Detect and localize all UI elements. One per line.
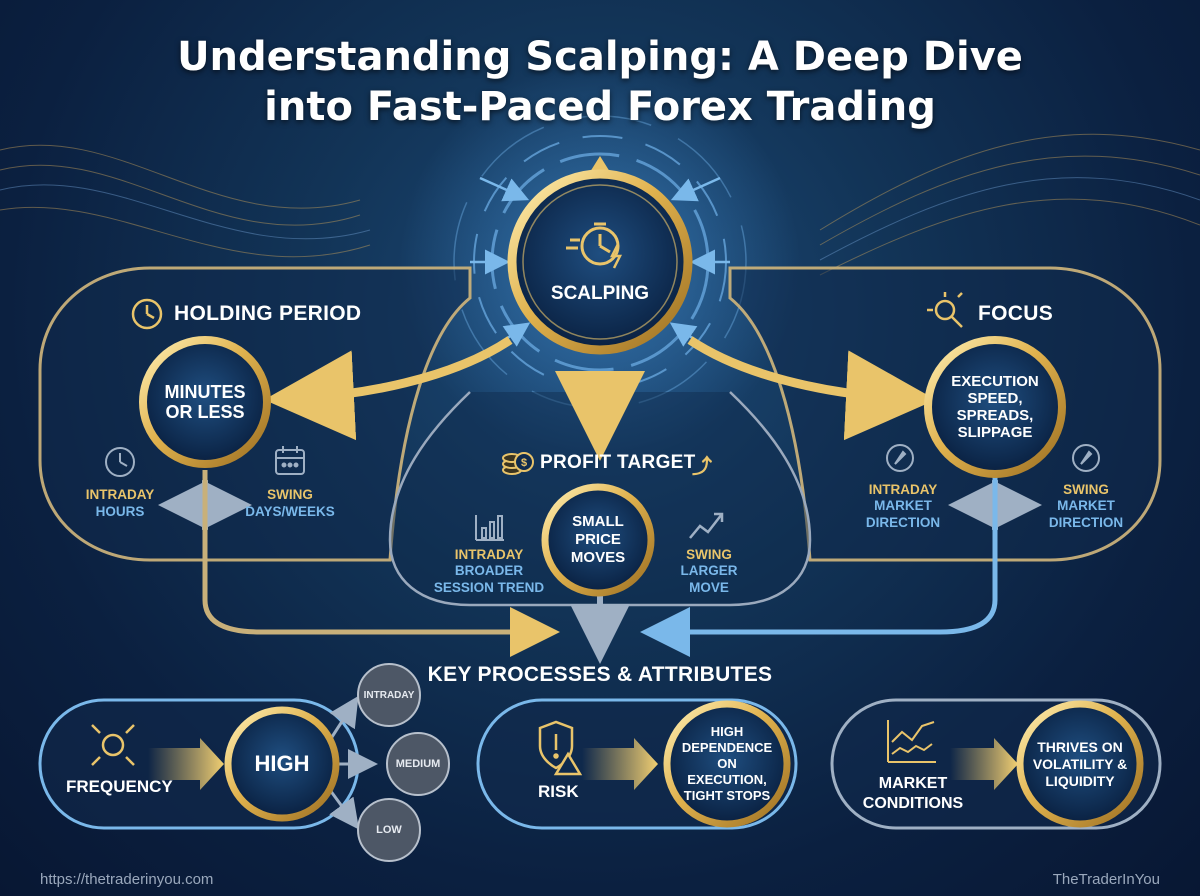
profit-left-title: INTRADAY [454, 547, 524, 562]
risk-arrow [582, 738, 658, 790]
market-value: THRIVES ON VOLATILITY & LIQUIDITY [1032, 738, 1128, 789]
holding-right-sub: DAYS/WEEKS [245, 504, 335, 519]
frequency-option-intraday: INTRADAY [363, 689, 415, 701]
profit-main: SMALL PRICE MOVES [570, 513, 626, 566]
volatility-chart-icon [887, 720, 936, 763]
page-title-line2: into Fast-Paced Forex Trading [264, 84, 936, 130]
page-title-line1: Understanding Scalping: A Deep Dive [177, 34, 1023, 80]
holding-right-title: SWING [267, 487, 313, 502]
page-title: Understanding Scalping: A Deep Dive into… [0, 32, 1200, 132]
clock-icon [131, 298, 163, 330]
focus-left-title: INTRADAY [868, 482, 938, 497]
stopwatch-icon [566, 222, 623, 269]
option-intraday-circle [357, 663, 421, 727]
holding-left-title: INTRADAY [85, 487, 155, 502]
arrow-to-holding [264, 336, 513, 441]
focus-heading: FOCUS [978, 302, 1053, 325]
flow-focus-to-key [640, 470, 998, 657]
frequency-value: HIGH [254, 751, 310, 776]
focus-left-sub: MARKET DIRECTION [865, 498, 941, 530]
holding-main: MINUTES OR LESS [164, 382, 246, 422]
svg-text:$: $ [521, 457, 527, 469]
market-label: MARKET CONDITIONS [862, 775, 964, 812]
arrow-to-focus [687, 336, 936, 441]
footer-brand: TheTraderInYou [1052, 871, 1160, 888]
option-medium-circle [386, 732, 450, 796]
option-low-circle [357, 798, 421, 862]
profit-heading: PROFIT TARGET [540, 452, 696, 473]
market-arrow [950, 738, 1018, 790]
magnifier-icon [927, 292, 963, 328]
frequency-option-low: LOW [376, 824, 402, 836]
profit-up-arrow-icon: ⤴ [692, 456, 712, 478]
frequency-icon [91, 724, 135, 766]
risk-value: HIGH DEPENDENCE ON EXECUTION, TIGHT STOP… [681, 724, 773, 803]
frequency-arrow [148, 738, 224, 790]
focus-right-sub: MARKET DIRECTION [1048, 498, 1124, 530]
calendar-icon [275, 446, 305, 475]
compass-icon [886, 444, 1100, 472]
flow-holding-to-key [202, 470, 560, 657]
focus-right-title: SWING [1063, 482, 1109, 497]
profit-right-title: SWING [686, 547, 732, 562]
frequency-branches [328, 695, 378, 830]
risk-shield-icon [538, 720, 583, 776]
profit-left-sub: BROADER SESSION TREND [433, 563, 545, 595]
coins-icon: $ [502, 452, 534, 475]
intraday-clock-icon [105, 447, 135, 477]
frequency-label: FREQUENCY [66, 777, 173, 796]
profit-right-sub: LARGER MOVE [680, 563, 738, 595]
frequency-option-medium: MEDIUM [395, 758, 441, 770]
focus-main: EXECUTION SPEED, SPREADS, SLIPPAGE [951, 373, 1039, 441]
gold-coins [139, 169, 1144, 828]
center-label: SCALPING [550, 283, 650, 304]
trend-chart-icon [689, 512, 724, 539]
holding-heading: HOLDING PERIOD [174, 302, 362, 325]
holding-left-sub: HOURS [95, 504, 145, 519]
bar-chart-icon [475, 515, 504, 541]
key-processes-heading: KEY PROCESSES & ATTRIBUTES [427, 663, 773, 686]
decorative-waves [0, 133, 1200, 276]
top-arrow-tip [590, 156, 610, 172]
risk-label: RISK [538, 782, 579, 801]
footer-url: https://thetraderinyou.com [40, 871, 214, 888]
